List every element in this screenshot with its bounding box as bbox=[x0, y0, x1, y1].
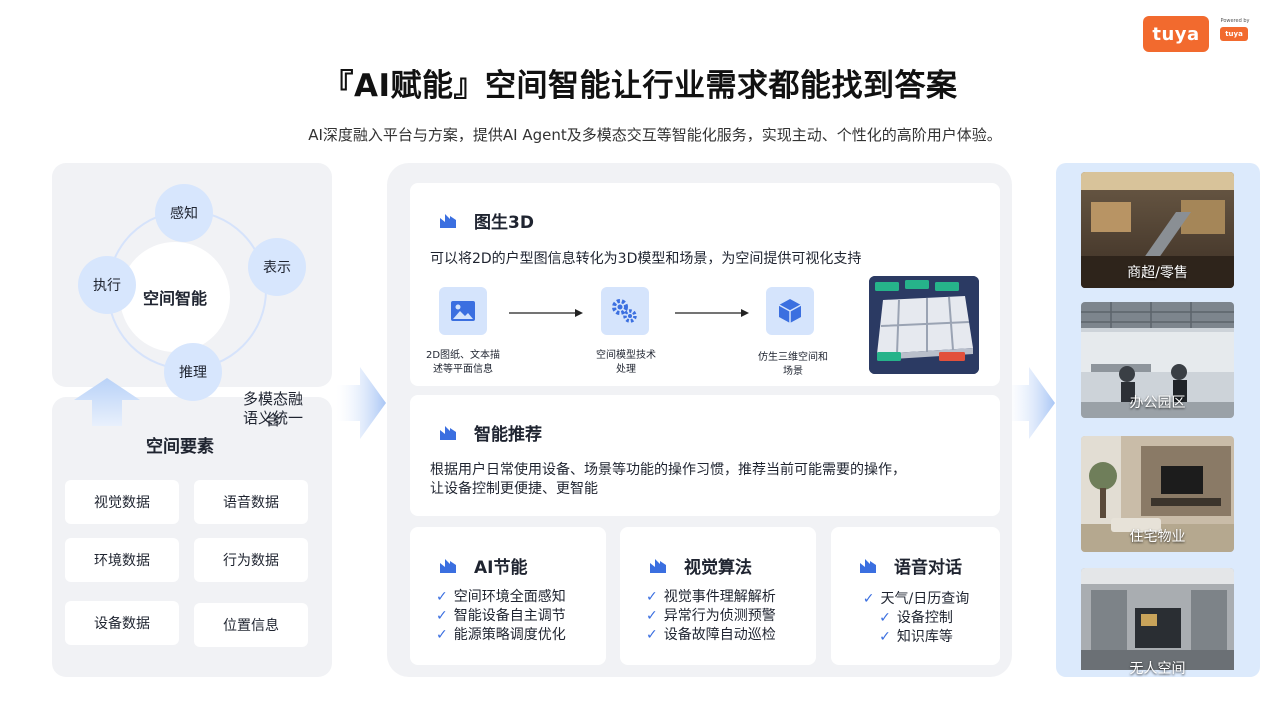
step-label-line: 述等平面信息 bbox=[433, 364, 493, 375]
list-item: ✓ 视觉事件理解解析 bbox=[646, 588, 776, 607]
step-label-line: 2D图纸、文本描 bbox=[425, 350, 501, 361]
scene-unmanned-label: 无人空间 bbox=[1129, 661, 1186, 677]
check-icon: ✓ bbox=[436, 589, 448, 605]
step-label: 空间模型技术 处理 bbox=[566, 349, 686, 377]
voice-dialog-card bbox=[831, 527, 1000, 665]
img-to-3d-desc: 可以将2D的户型图信息转化为3D模型和场景，为空间提供可视化支持 bbox=[430, 251, 862, 267]
powered-by-text: Powered by bbox=[1220, 18, 1250, 24]
arrow-right-icon bbox=[675, 309, 749, 317]
vision-algorithm-card bbox=[620, 527, 816, 665]
vision-algorithm-title: 视觉算法 bbox=[684, 558, 752, 578]
list-item: ✓ 设备控制 bbox=[855, 609, 977, 628]
element-voice-data: 语音数据 bbox=[194, 480, 308, 524]
list-item-text: 智能设备自主调节 bbox=[453, 608, 566, 624]
list-item: ✓ 设备故障自动巡检 bbox=[646, 626, 776, 645]
step-label: 仿生三维空间和 场景 bbox=[733, 351, 853, 379]
cube-icon bbox=[766, 287, 814, 335]
chart-bar-icon bbox=[440, 425, 456, 440]
list-item-text: 视觉事件理解解析 bbox=[663, 589, 776, 605]
voice-dialog-title: 语音对话 bbox=[894, 558, 962, 578]
fusion-label-1: 多模态融合 bbox=[242, 390, 303, 429]
spatial-elements-title: 空间要素 bbox=[146, 437, 214, 457]
page-title: 『AI赋能』空间智能让行业需求都能找到答案 bbox=[322, 68, 958, 104]
vision-algorithm-list: ✓ 视觉事件理解解析 ✓ 异常行为侦测预警 ✓ 设备故障自动巡检 bbox=[646, 588, 776, 645]
list-item: ✓ 空间环境全面感知 bbox=[436, 588, 566, 607]
check-icon: ✓ bbox=[646, 608, 658, 624]
flow-arrow-icon bbox=[1005, 367, 1055, 439]
arrow-right-icon bbox=[509, 309, 583, 317]
list-item-text: 设备控制 bbox=[896, 610, 953, 626]
smart-recommend-desc-2: 让设备控制更便捷、更智能 bbox=[430, 481, 598, 497]
powered-by-badge: Powered by tuya bbox=[1220, 18, 1250, 41]
step-label-line: 场景 bbox=[783, 366, 803, 377]
chart-bar-icon bbox=[440, 558, 456, 573]
list-item: ✓ 智能设备自主调节 bbox=[436, 607, 566, 626]
smart-recommend-heading: 智能推荐 bbox=[440, 420, 542, 445]
scene-unmanned-photo: 无人空间 bbox=[1081, 568, 1234, 684]
list-item-text: 知识库等 bbox=[896, 629, 953, 645]
powered-by-logo: tuya bbox=[1220, 27, 1248, 41]
list-item: ✓ 天气/日历查询 bbox=[855, 590, 977, 609]
check-icon: ✓ bbox=[646, 627, 658, 643]
list-item-text: 能源策略调度优化 bbox=[453, 627, 566, 643]
chart-bar-icon bbox=[440, 213, 456, 228]
node-sense: 感知 bbox=[155, 184, 213, 242]
check-icon: ✓ bbox=[879, 610, 891, 626]
tuya-logo: tuya bbox=[1143, 16, 1209, 52]
ai-energy-title: AI节能 bbox=[474, 558, 528, 578]
check-icon: ✓ bbox=[646, 589, 658, 605]
list-item-text: 空间环境全面感知 bbox=[453, 589, 566, 605]
element-device-data: 设备数据 bbox=[65, 601, 179, 645]
ai-energy-heading: AI节能 bbox=[440, 553, 527, 578]
chart-bar-icon bbox=[650, 558, 666, 573]
check-icon: ✓ bbox=[436, 627, 448, 643]
voice-dialog-list: ✓ 天气/日历查询 ✓ 设备控制 ✓ 知识库等 bbox=[855, 590, 977, 647]
vision-algorithm-heading: 视觉算法 bbox=[650, 553, 752, 578]
img-to-3d-title: 图生3D bbox=[474, 213, 534, 233]
3d-floorplan-image bbox=[869, 276, 979, 374]
list-item: ✓ 异常行为侦测预警 bbox=[646, 607, 776, 626]
up-arrow-icon bbox=[74, 378, 140, 426]
check-icon: ✓ bbox=[862, 591, 875, 607]
step-label-line: 处理 bbox=[616, 364, 636, 375]
smart-recommend-title: 智能推荐 bbox=[474, 425, 542, 445]
fusion-label-2: 语义统一 bbox=[242, 409, 303, 427]
image-icon bbox=[439, 287, 487, 335]
node-execute: 执行 bbox=[78, 256, 136, 314]
step-label-line: 仿生三维空间和 bbox=[758, 352, 828, 363]
element-location-info: 位置信息 bbox=[194, 603, 308, 647]
chart-bar-icon bbox=[860, 558, 876, 573]
element-visual-data: 视觉数据 bbox=[65, 480, 179, 524]
list-item-text: 设备故障自动巡检 bbox=[663, 627, 776, 643]
ai-energy-card bbox=[410, 527, 606, 665]
spatial-intelligence-core: 空间智能 bbox=[120, 242, 230, 352]
list-item: ✓ 能源策略调度优化 bbox=[436, 626, 566, 645]
smart-recommend-desc-1: 根据用户日常使用设备、场景等功能的操作习惯，推荐当前可能需要的操作， bbox=[430, 462, 906, 478]
element-environment-data: 环境数据 bbox=[65, 538, 179, 582]
element-behavior-data: 行为数据 bbox=[194, 538, 308, 582]
scene-retail-photo: 商超/零售 bbox=[1081, 172, 1234, 288]
check-icon: ✓ bbox=[879, 629, 891, 645]
list-item-text: 异常行为侦测预警 bbox=[663, 608, 776, 624]
check-icon: ✓ bbox=[436, 608, 448, 624]
scene-office-label: 办公园区 bbox=[1129, 395, 1186, 411]
list-item: ✓ 知识库等 bbox=[855, 628, 977, 647]
scene-residential-photo: 住宅物业 bbox=[1081, 436, 1234, 552]
scene-residential-label: 住宅物业 bbox=[1129, 529, 1186, 545]
scene-retail-label: 商超/零售 bbox=[1127, 265, 1188, 281]
page-subtitle: AI深度融入平台与方案，提供AI Agent及多模态交互等智能化服务，实现主动、… bbox=[308, 126, 1002, 144]
voice-dialog-heading: 语音对话 bbox=[860, 553, 962, 578]
scene-office-photo: 办公园区 bbox=[1081, 302, 1234, 418]
flow-arrow-icon bbox=[336, 367, 386, 439]
smart-recommend-card bbox=[410, 395, 1000, 516]
gears-icon bbox=[601, 287, 649, 335]
ai-energy-list: ✓ 空间环境全面感知 ✓ 智能设备自主调节 ✓ 能源策略调度优化 bbox=[436, 588, 566, 645]
step-label: 2D图纸、文本描 述等平面信息 bbox=[403, 349, 523, 377]
node-reason: 推理 bbox=[164, 343, 222, 401]
node-represent: 表示 bbox=[248, 238, 306, 296]
img-to-3d-heading: 图生3D bbox=[440, 208, 534, 233]
list-item-text: 天气/日历查询 bbox=[880, 591, 970, 607]
step-label-line: 空间模型技术 bbox=[596, 350, 656, 361]
